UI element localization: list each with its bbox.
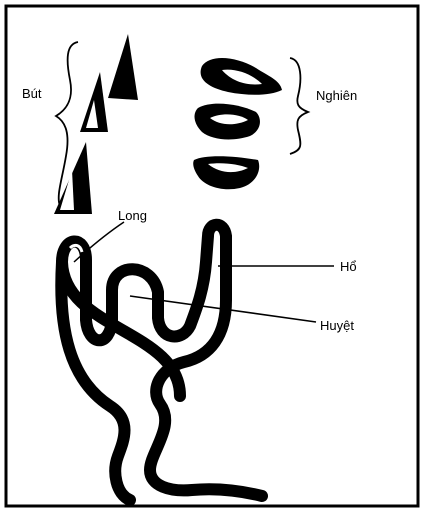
nghien-brace xyxy=(290,58,308,154)
label-long: Long xyxy=(118,208,147,223)
peak-1 xyxy=(108,34,138,100)
label-but: Bút xyxy=(22,86,42,101)
stone-3 xyxy=(193,156,259,189)
label-huyet: Huyệt xyxy=(320,318,354,333)
nghien-stones xyxy=(193,58,282,189)
but-peaks xyxy=(54,34,138,214)
label-nghien: Nghiên xyxy=(316,88,357,103)
label-ho: Hổ xyxy=(340,259,357,274)
